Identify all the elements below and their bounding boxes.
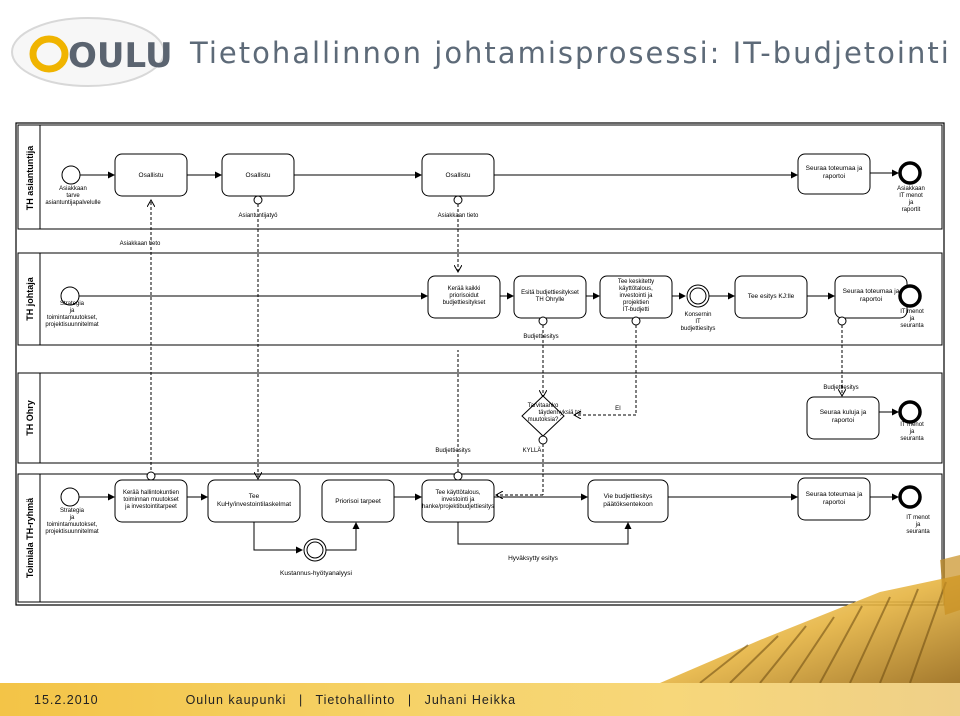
footer-author: Juhani Heikka [424, 693, 517, 707]
task-label: Tee esitys KJ:lle [748, 293, 795, 300]
task-keraa-hallintokuntien [114, 479, 188, 523]
task-seuraa-kuluja [806, 396, 880, 440]
footer-org: Oulun kaupunki [185, 693, 287, 707]
footer-bar [0, 683, 960, 716]
task-label: Priorisoi tarpeet [335, 498, 381, 505]
end-event [898, 485, 922, 509]
task-seuraa [797, 153, 871, 195]
lane-label: TH asiantuntija [25, 145, 35, 211]
task-label: Osallistu [246, 172, 271, 179]
flow-label: KYLLÄ [523, 447, 542, 454]
lane-label: TH johtaja [25, 276, 35, 320]
flow-label: Budjettiesitys [823, 385, 858, 391]
bpmn-diagram: TH asiantuntija TH johtaja TH Ohry Toimi… [15, 122, 945, 606]
task-esita [513, 275, 587, 319]
task-seuraa [797, 477, 871, 521]
task-tee-esitys [734, 275, 808, 319]
event-label: Kustannus-hyötyanalyysi [280, 570, 352, 577]
task-keraa [427, 275, 501, 319]
footer-date: 15.2.2010 [34, 693, 99, 707]
flow-label: Budjettiesitys [523, 334, 558, 340]
flow-label: EI [615, 406, 621, 412]
lane-label: TH Ohry [25, 400, 35, 436]
footer-separator: | [298, 693, 304, 707]
task-vie [587, 479, 669, 523]
lane-label: Toimiala TH-ryhmä [25, 497, 35, 578]
oulu-logo: OULU [8, 8, 173, 88]
task-priorisoi [321, 479, 395, 523]
lane-th-ohry: TH Ohry [17, 372, 943, 464]
task-label: Osallistu [446, 172, 471, 179]
start-event [60, 487, 80, 507]
end-event [898, 284, 922, 308]
footer-separator: | [407, 693, 413, 707]
flow-label: Budjettiesitys [435, 448, 470, 454]
oulu-logo-icon: OULU [11, 17, 173, 87]
logo-text: OULU [68, 36, 173, 76]
task-label: Osallistu [139, 172, 164, 179]
flow-label: Asiakkaan tieto [120, 241, 161, 247]
end-event [898, 400, 922, 424]
end-event [898, 161, 922, 185]
flow-label: Hyväksytty esitys [508, 555, 559, 562]
footer-dept: Tietohallinto [315, 693, 396, 707]
page-title: Tietohallinnon johtamisprosessi: IT-budj… [190, 36, 951, 70]
footer-text: 15.2.2010 Oulun kaupunki | Tietohallinto… [34, 693, 516, 707]
start-event [61, 165, 81, 185]
